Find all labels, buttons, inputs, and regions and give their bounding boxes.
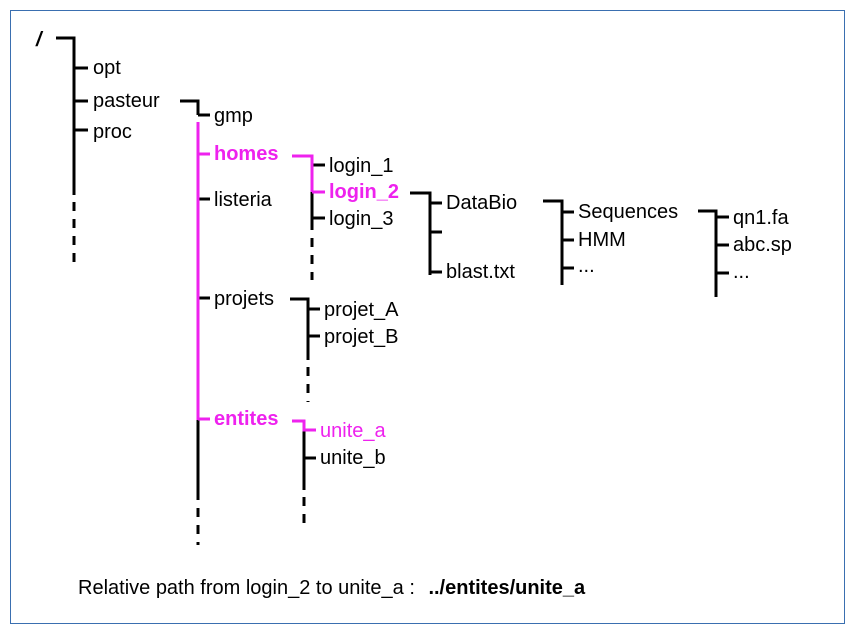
node-login-1: login_1 [329, 155, 394, 177]
node-homes: homes [214, 143, 278, 165]
highlight-entites-branch [292, 419, 316, 432]
connector-databio-branch [543, 199, 564, 285]
node-blast-txt: blast.txt [446, 261, 515, 283]
tree-connectors [56, 36, 729, 545]
node-proc: proc [93, 121, 132, 143]
node-login-2: login_2 [329, 181, 399, 203]
caption: Relative path from login_2 to unite_a : … [78, 577, 586, 599]
node-projets: projets [214, 288, 274, 310]
node-projet-a: projet_A [324, 299, 399, 321]
node-qn1-fa: qn1.fa [733, 207, 789, 229]
node-hmm: HMM [578, 229, 626, 251]
node-listeria: listeria [214, 189, 273, 211]
node-projet-b: projet_B [324, 326, 399, 348]
node-sequences: Sequences [578, 201, 678, 223]
connector-projets-branch [290, 297, 310, 360]
node-unite-a: unite_a [320, 420, 386, 442]
caption-text: Relative path from login_2 to unite_a : [78, 577, 420, 599]
connector-root [56, 36, 76, 195]
node-login-3: login_3 [329, 208, 394, 230]
root-label: / [35, 29, 44, 51]
diagram-frame [10, 10, 845, 624]
node-databio: DataBio [446, 192, 517, 214]
highlight-path [196, 122, 325, 432]
node-opt: opt [93, 57, 121, 79]
connector-login2-branch [410, 191, 432, 275]
node-sequences-more: ... [733, 261, 750, 283]
caption-path: ../entites/unite_a [428, 577, 586, 599]
connector-pasteur-branch [180, 99, 200, 115]
node-databio-more: ... [578, 255, 595, 277]
node-entites: entites [214, 408, 278, 430]
node-abc-sp: abc.sp [733, 234, 792, 256]
node-unite-b: unite_b [320, 447, 386, 469]
connector-sequences-branch [698, 209, 718, 297]
highlight-homes-branch [292, 154, 314, 192]
node-gmp: gmp [214, 105, 253, 127]
node-pasteur: pasteur [93, 90, 160, 112]
